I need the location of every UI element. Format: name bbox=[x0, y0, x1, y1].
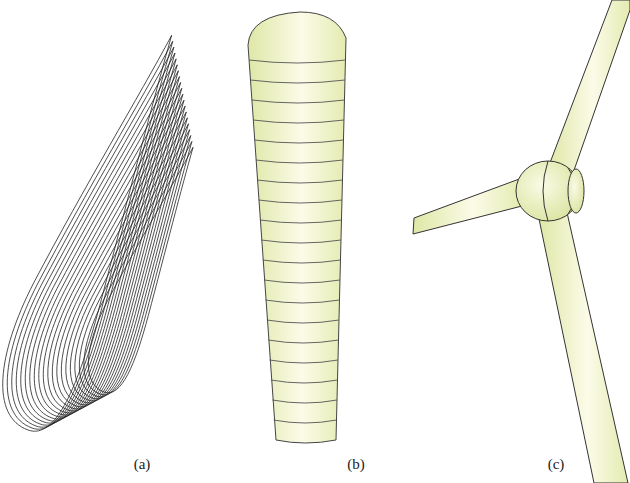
airfoil-sections bbox=[0, 19, 210, 440]
panel-label: (b) bbox=[347, 456, 365, 473]
rotor-assembly bbox=[413, 0, 630, 483]
blade-surface bbox=[248, 12, 346, 443]
panel-label: (c) bbox=[548, 456, 565, 473]
panel-label: (a) bbox=[134, 456, 151, 473]
